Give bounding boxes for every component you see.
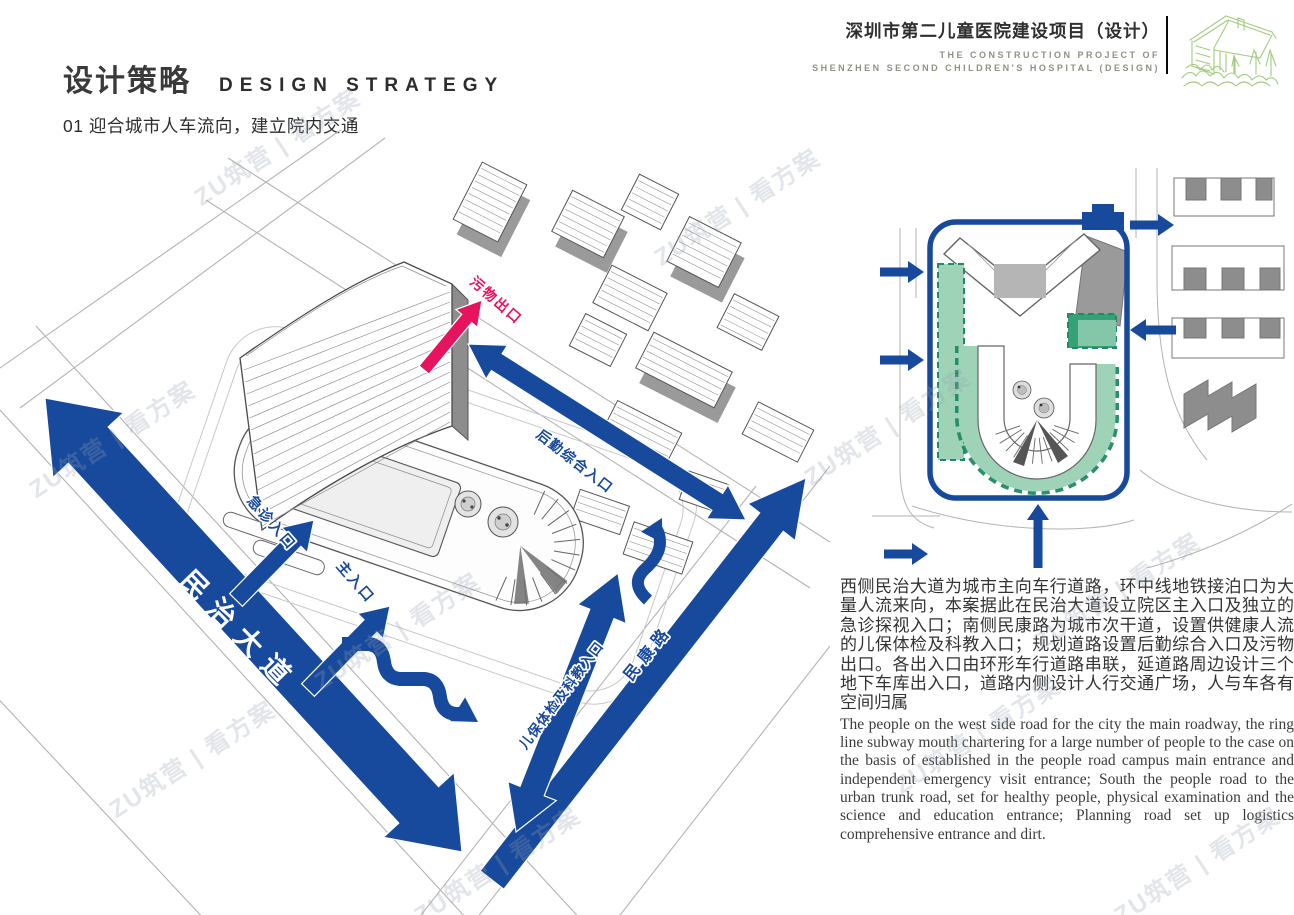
strategy-item-title: 01 迎合城市人车流向，建立院内交通 (63, 116, 359, 136)
section-title-en: DESIGN STRATEGY (219, 75, 505, 96)
context-buildings (452, 161, 815, 575)
logistics-block (1082, 204, 1124, 230)
project-header: 深圳市第二儿童医院建设项目（设计） THE CONSTRUCTION PROJE… (812, 18, 1160, 75)
label-main-entrance: 主入口 (333, 557, 379, 606)
header-divider (1166, 16, 1168, 74)
description-cn: 西侧民治大道为城市主向车行道路，环中线地铁接泊口为大量人流来向，本案据此在民治大… (840, 577, 1294, 713)
project-subtitle-en: THE CONSTRUCTION PROJECT OF SHENZHEN SEC… (812, 50, 1160, 73)
traffic-flow-axonometric-diagram: 民治大道 急诊入口 主入口 污物出口 后勤综合入口 儿保体检及科教入口 民康路 (0, 130, 830, 915)
green-buffer-zones (937, 263, 1119, 495)
section-heading: 设计策略 DESIGN STRATEGY 01 迎合城市人车流向，建立院内交通 (63, 56, 504, 138)
surrounding-buildings (1171, 177, 1285, 433)
traffic-arrows (44, 299, 807, 891)
project-title: 深圳市第二儿童医院建设项目（设计） (845, 21, 1160, 41)
ring-road-site-plan-diagram (872, 168, 1292, 568)
chevron-building (942, 233, 1102, 317)
description-block: 西侧民治大道为城市主向车行道路，环中线地铁接泊口为大量人流来向，本案据此在民治大… (840, 577, 1294, 844)
courtyard-pavilions (454, 490, 519, 538)
hospital-footprint (977, 345, 1097, 480)
green-sketch-house-logo-icon (1181, 15, 1279, 87)
section-title-cn: 设计策略 (63, 65, 191, 98)
drop-off-loop-arrow (342, 637, 464, 721)
ring-road-loop (927, 219, 1130, 501)
description-en: The people on the west side road for the… (840, 715, 1294, 843)
site-entry-arrows (880, 214, 1176, 568)
